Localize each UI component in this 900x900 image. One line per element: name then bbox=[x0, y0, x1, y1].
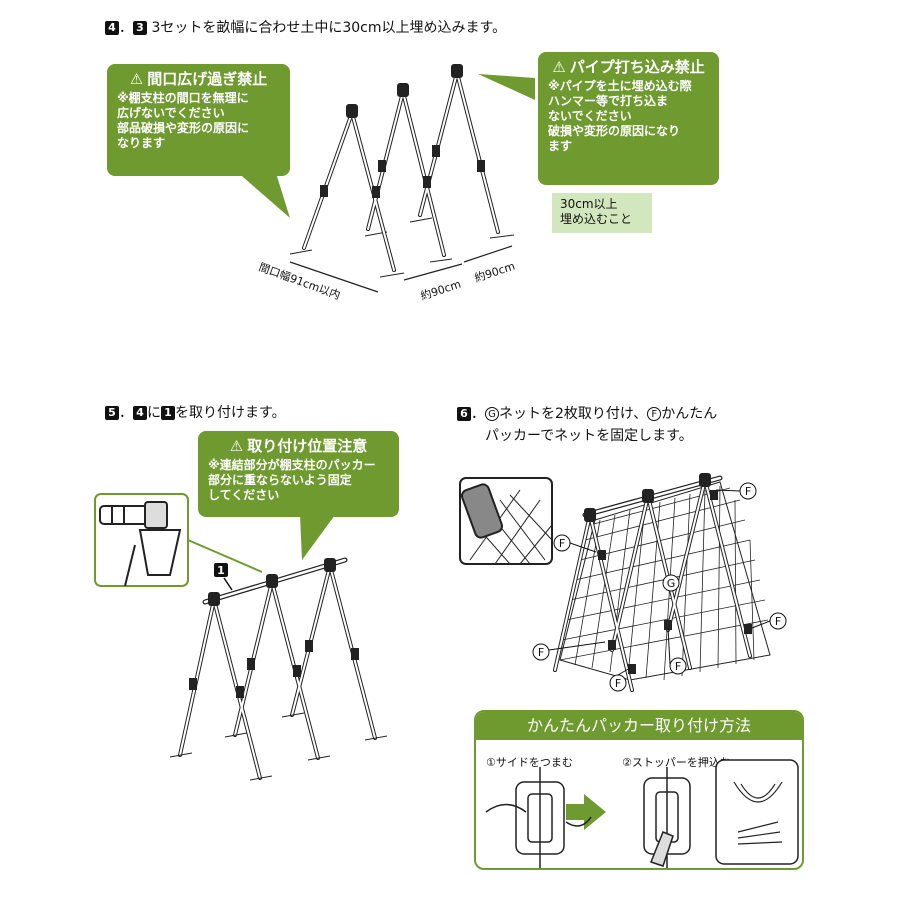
step5-part-number-b: 1 bbox=[161, 406, 175, 420]
step4-warning-right: ⚠パイプ打ち込み禁止 ※パイプを土に埋め込む際 ハンマー等で打ち込ま ないでくだ… bbox=[538, 52, 719, 185]
svg-text:F: F bbox=[675, 660, 681, 673]
step5-number: 5 bbox=[105, 406, 119, 420]
step4-part-number: 3 bbox=[133, 21, 147, 35]
step6-number: 6 bbox=[457, 407, 471, 421]
step4-warning-right-head: パイプ打ち込み禁止 bbox=[569, 58, 705, 76]
svg-text:F: F bbox=[775, 615, 781, 628]
step6-line2: パッカーでネットを固定します。 bbox=[485, 428, 693, 444]
step4-number: 4 bbox=[105, 21, 119, 35]
svg-text:F: F bbox=[538, 646, 544, 659]
step5-warning-body: ※連結部分が棚支柱のパッカー 部分に重ならないよう固定 してください bbox=[208, 458, 376, 502]
step4-instruction: 3セットを畝幅に合わせ土中に30cm以上埋め込みます。 bbox=[151, 20, 507, 36]
step5-mid: に bbox=[147, 405, 161, 421]
step5-warning-head: 取り付け位置注意 bbox=[247, 437, 368, 455]
step6-text2: かんたん bbox=[661, 406, 718, 422]
step4-warning-left-head: 間口広げ過ぎ禁止 bbox=[147, 70, 268, 88]
packer-step1: ①サイドをつまむ bbox=[486, 756, 573, 769]
warning-icon: ⚠ bbox=[229, 437, 244, 455]
step4-sep: ． bbox=[119, 20, 133, 36]
label-f-5: F bbox=[669, 657, 687, 675]
packer-step2: ②ストッパーを押込む bbox=[622, 756, 731, 769]
svg-text:F: F bbox=[745, 485, 751, 498]
svg-text:F: F bbox=[559, 537, 565, 550]
svg-text:G: G bbox=[667, 577, 676, 590]
packer-title: かんたんパッカー取り付け方法 bbox=[476, 712, 802, 740]
step5-part-label: 1 bbox=[217, 564, 225, 577]
label-f-1: F bbox=[739, 482, 757, 500]
label-f-6: F bbox=[609, 674, 627, 692]
step4-bury-note: 30cm以上 埋め込むこと bbox=[552, 193, 652, 233]
svg-text:F: F bbox=[615, 677, 621, 690]
label-f-2: F bbox=[553, 534, 571, 552]
warning-icon: ⚠ bbox=[129, 70, 144, 88]
step6-part-f: F bbox=[647, 407, 662, 421]
step4-title: 4．3 3セットを畝幅に合わせ土中に30cm以上埋め込みます。 bbox=[105, 18, 506, 38]
step6-part-g: G bbox=[485, 407, 499, 421]
arrow-right-icon bbox=[566, 794, 606, 830]
step4-warning-right-body: ※パイプを土に埋め込む際 ハンマー等で打ち込ま ないでください 破損や変形の原因… bbox=[548, 79, 692, 153]
step5-warning: ⚠取り付け位置注意 ※連結部分が棚支柱のパッカー 部分に重ならないよう固定 して… bbox=[198, 431, 399, 517]
step5-sep: ． bbox=[119, 405, 133, 421]
step5-instruction: を取り付けます。 bbox=[175, 405, 286, 421]
label-f-3: F bbox=[769, 612, 787, 630]
label-f-4: F bbox=[532, 643, 550, 661]
packer-instructions: かんたんパッカー取り付け方法 ①サイドをつまむ ②ストッパーを押込む bbox=[474, 710, 804, 870]
step5-part-number-a: 4 bbox=[133, 406, 147, 420]
step6-sep: ． bbox=[471, 406, 485, 422]
warning-icon: ⚠ bbox=[552, 58, 566, 76]
step4-warning-left: ⚠間口広げ過ぎ禁止 ※棚支柱の間口を無理に 広げないでください 部品破損や変形の… bbox=[107, 64, 290, 176]
label-g: G bbox=[662, 574, 680, 592]
step6-text1: ネットを2枚取り付け、 bbox=[499, 406, 648, 422]
step4-warning-left-body: ※棚支柱の間口を無理に 広げないでください 部品破損や変形の原因に なります bbox=[117, 91, 250, 150]
packer-illustrations bbox=[485, 759, 799, 868]
